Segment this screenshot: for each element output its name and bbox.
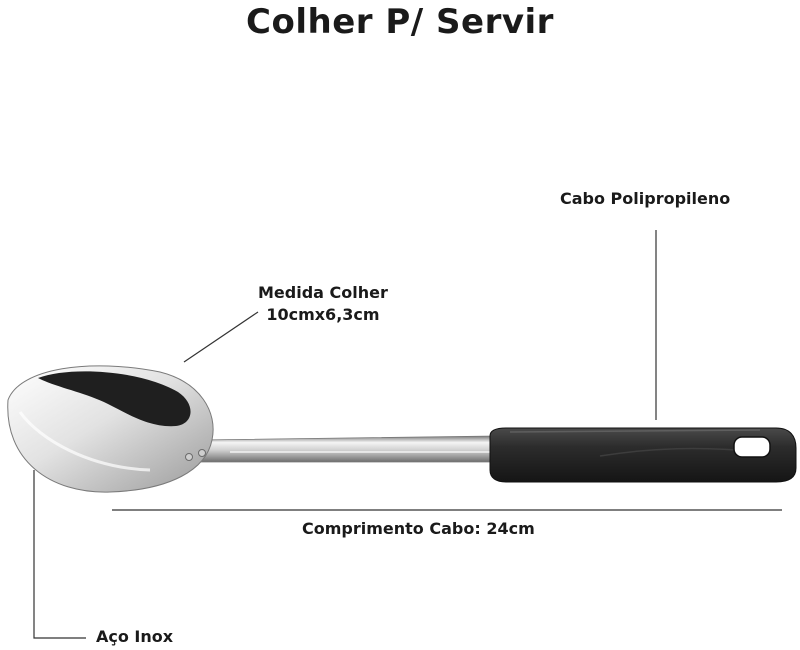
spoon-stem (199, 435, 496, 463)
label-spoon-size-value: 10cmx6,3cm (266, 305, 380, 324)
rivet-icon (185, 453, 193, 461)
label-steel-material: Aço Inox (96, 627, 174, 646)
product-title: Colher P/ Servir (246, 2, 554, 42)
hanging-hole-icon (733, 436, 771, 458)
rivet-icon (198, 449, 206, 457)
label-spoon-size: Medida Colher 10cmx6,3cm (258, 282, 388, 326)
label-spoon-size-title: Medida Colher (258, 283, 388, 302)
spoon-bowl-reflection (38, 371, 191, 427)
leader-line-steel (33, 470, 86, 639)
label-handle-material: Cabo Polipropileno (560, 189, 731, 208)
spoon-handle (489, 427, 797, 483)
leader-line-size (183, 311, 259, 363)
label-handle-length: Comprimento Cabo: 24cm (302, 519, 535, 538)
